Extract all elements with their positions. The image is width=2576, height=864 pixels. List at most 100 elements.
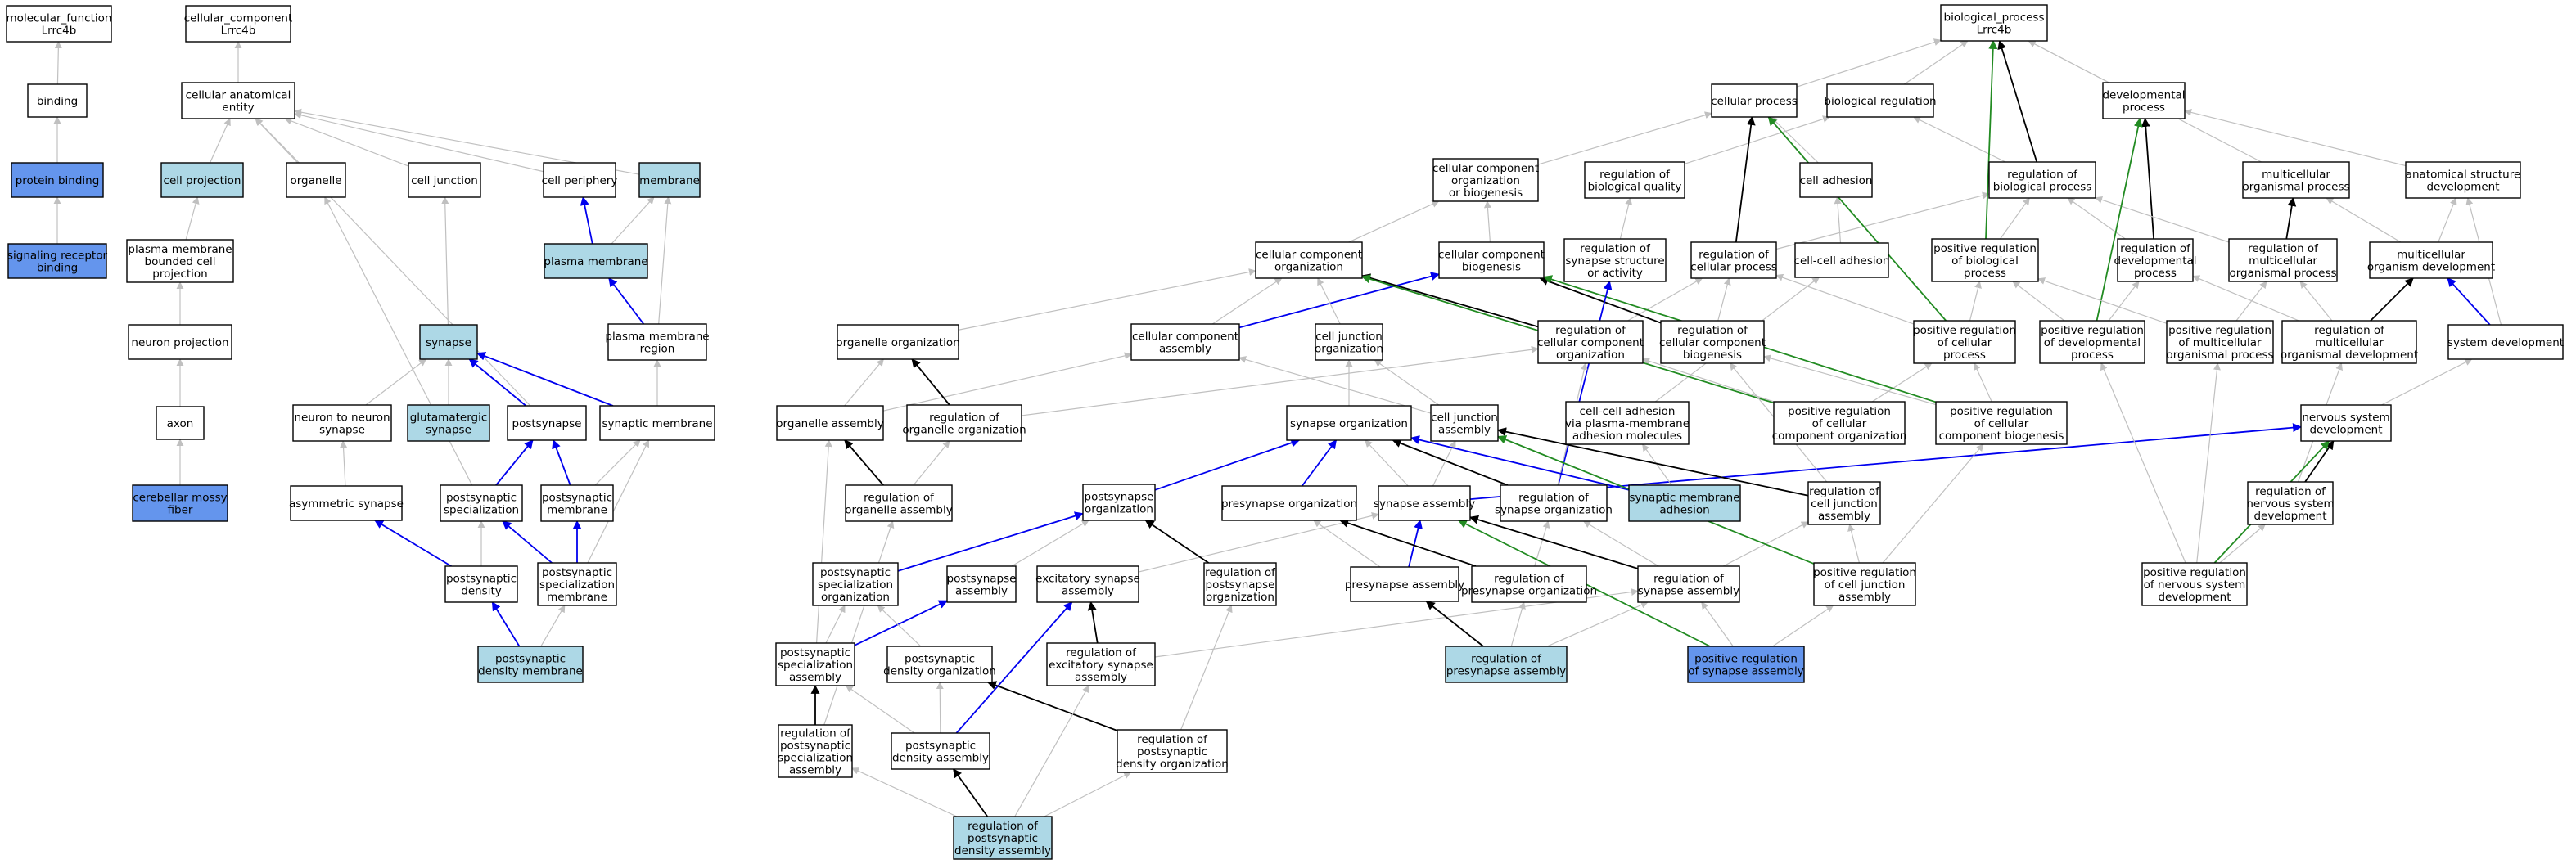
node-cell_junction[interactable]: cell junction (408, 162, 481, 198)
node-synapse[interactable]: synapse (419, 324, 478, 360)
node-neuron_projection[interactable]: neuron projection (128, 324, 232, 360)
node-box (776, 405, 884, 441)
node-box (1711, 83, 1798, 118)
node-cc_adhesion[interactable]: cell-cell adhesion (1794, 242, 1890, 278)
node-postsynapse[interactable]: postsynapse (507, 405, 587, 441)
node-protein_binding[interactable]: protein binding (11, 162, 104, 198)
node-label-line: asymmetric synapse (289, 497, 404, 511)
node-cell_periphery[interactable]: cell periphery (542, 162, 618, 198)
node-box (2447, 324, 2564, 360)
node-plasma_membrane[interactable]: plasma membrane (544, 243, 648, 279)
node-box (1350, 566, 1459, 602)
node-binding[interactable]: binding (27, 83, 88, 118)
node-synapse_assembly[interactable]: synapse assembly (1374, 485, 1475, 521)
node-label-line: glutamatergic (410, 412, 488, 425)
edge-pos_reg_bp-to-bp (1985, 39, 1998, 240)
node-presynapse_org[interactable]: presynapse organization (1221, 485, 1357, 521)
node-organelle_org[interactable]: organelle organization (836, 324, 960, 360)
node-synaptic_membrane[interactable]: synaptic membrane (599, 405, 715, 441)
node-asym_synapse[interactable]: asymmetric synapse (289, 485, 404, 521)
node-synapse_org[interactable]: synapse organization (1286, 405, 1412, 441)
node-presynapse_assembly[interactable]: presynapse assembly (1345, 566, 1464, 602)
node-membrane[interactable]: membrane (638, 162, 701, 198)
node-biological_regulation[interactable]: biological regulation (1824, 83, 1937, 118)
node-organelle[interactable]: organelle (286, 162, 346, 198)
node-organelle_assembly[interactable]: organelle assembly (776, 405, 884, 441)
node-cell_projection[interactable]: cell projection (160, 162, 244, 198)
node-reg_ps_spec_assembly[interactable]: regulation ofpostsynapticspecializationa… (778, 724, 853, 778)
node-label-line: assembly (1062, 585, 1114, 598)
node-cellular_process[interactable]: cellular process (1711, 83, 1798, 118)
node-cell_adhesion[interactable]: cell adhesion (1799, 162, 1873, 198)
edge-reg_synapse_assembly-to-synapse_assembly (1468, 515, 1639, 569)
node-system_dev[interactable]: system development (2447, 324, 2564, 360)
node-axon[interactable]: axon (156, 406, 205, 440)
